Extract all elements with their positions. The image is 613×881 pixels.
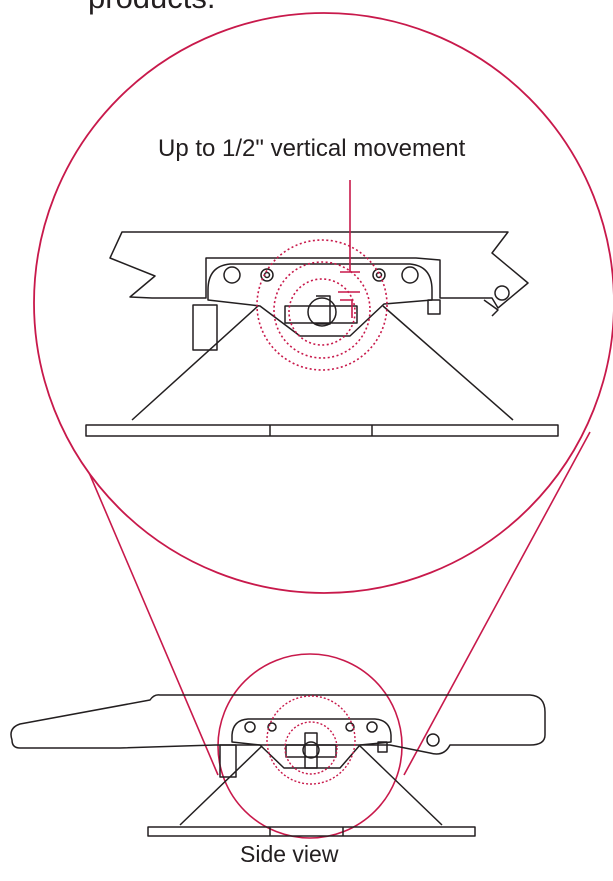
magnified-right-block [427, 299, 441, 315]
magnified-leg-left [131, 305, 259, 421]
detail-circle [217, 653, 403, 839]
magnified-circle [33, 12, 613, 594]
side-view-monitor-body [10, 694, 546, 755]
zoom-connector-lines [69, 427, 591, 776]
magnified-left-foot [192, 304, 218, 351]
motion-circle-inner [288, 278, 356, 346]
side-view-left-foot [219, 744, 237, 778]
side-view-base-plate [147, 826, 476, 837]
magnified-bolt-2 [260, 268, 274, 282]
magnified-base-plate [85, 424, 559, 437]
magnified-knob-stem [316, 295, 331, 325]
magnified-monitor-body [109, 231, 529, 309]
side-view-leg-right [359, 745, 443, 826]
side-view-bolt-4 [366, 721, 378, 733]
magnified-hinge-plate [207, 263, 433, 337]
movement-indicator [256, 180, 388, 371]
header-text: products. [88, 0, 216, 13]
zoom-connector-left [69, 427, 219, 776]
magnified-knob [307, 297, 337, 327]
magnified-bolt-1 [223, 266, 241, 284]
side-view-knob [302, 741, 320, 759]
side-view-slot [285, 744, 337, 758]
side-view-right-block [377, 741, 388, 753]
movement-label: Up to 1/2" vertical movement [158, 135, 466, 162]
motion-circle-outer [256, 239, 388, 371]
side-view-side-hole [426, 733, 440, 747]
magnified-side-slot [483, 299, 499, 317]
side-view-bolt-3 [345, 722, 355, 732]
side-view-motion-outer [266, 695, 356, 785]
side-view-monitor [10, 694, 546, 837]
magnified-slot [284, 305, 358, 324]
side-view-bolt-2 [267, 722, 277, 732]
magnified-bolt-4 [401, 266, 419, 284]
motion-circle-mid [273, 261, 371, 359]
side-view-caption: Side view [240, 841, 339, 867]
zoom-connector-right [403, 431, 591, 776]
magnified-bolt-3 [372, 268, 386, 282]
side-view-motion-circles [266, 695, 356, 785]
side-view-bolt-1 [244, 721, 256, 733]
magnified-leg-right [382, 305, 514, 421]
side-view-leg-left [179, 745, 263, 826]
magnified-side-hole [494, 285, 510, 301]
side-view-motion-inner [284, 721, 338, 775]
side-view-knob-stem [304, 732, 318, 769]
